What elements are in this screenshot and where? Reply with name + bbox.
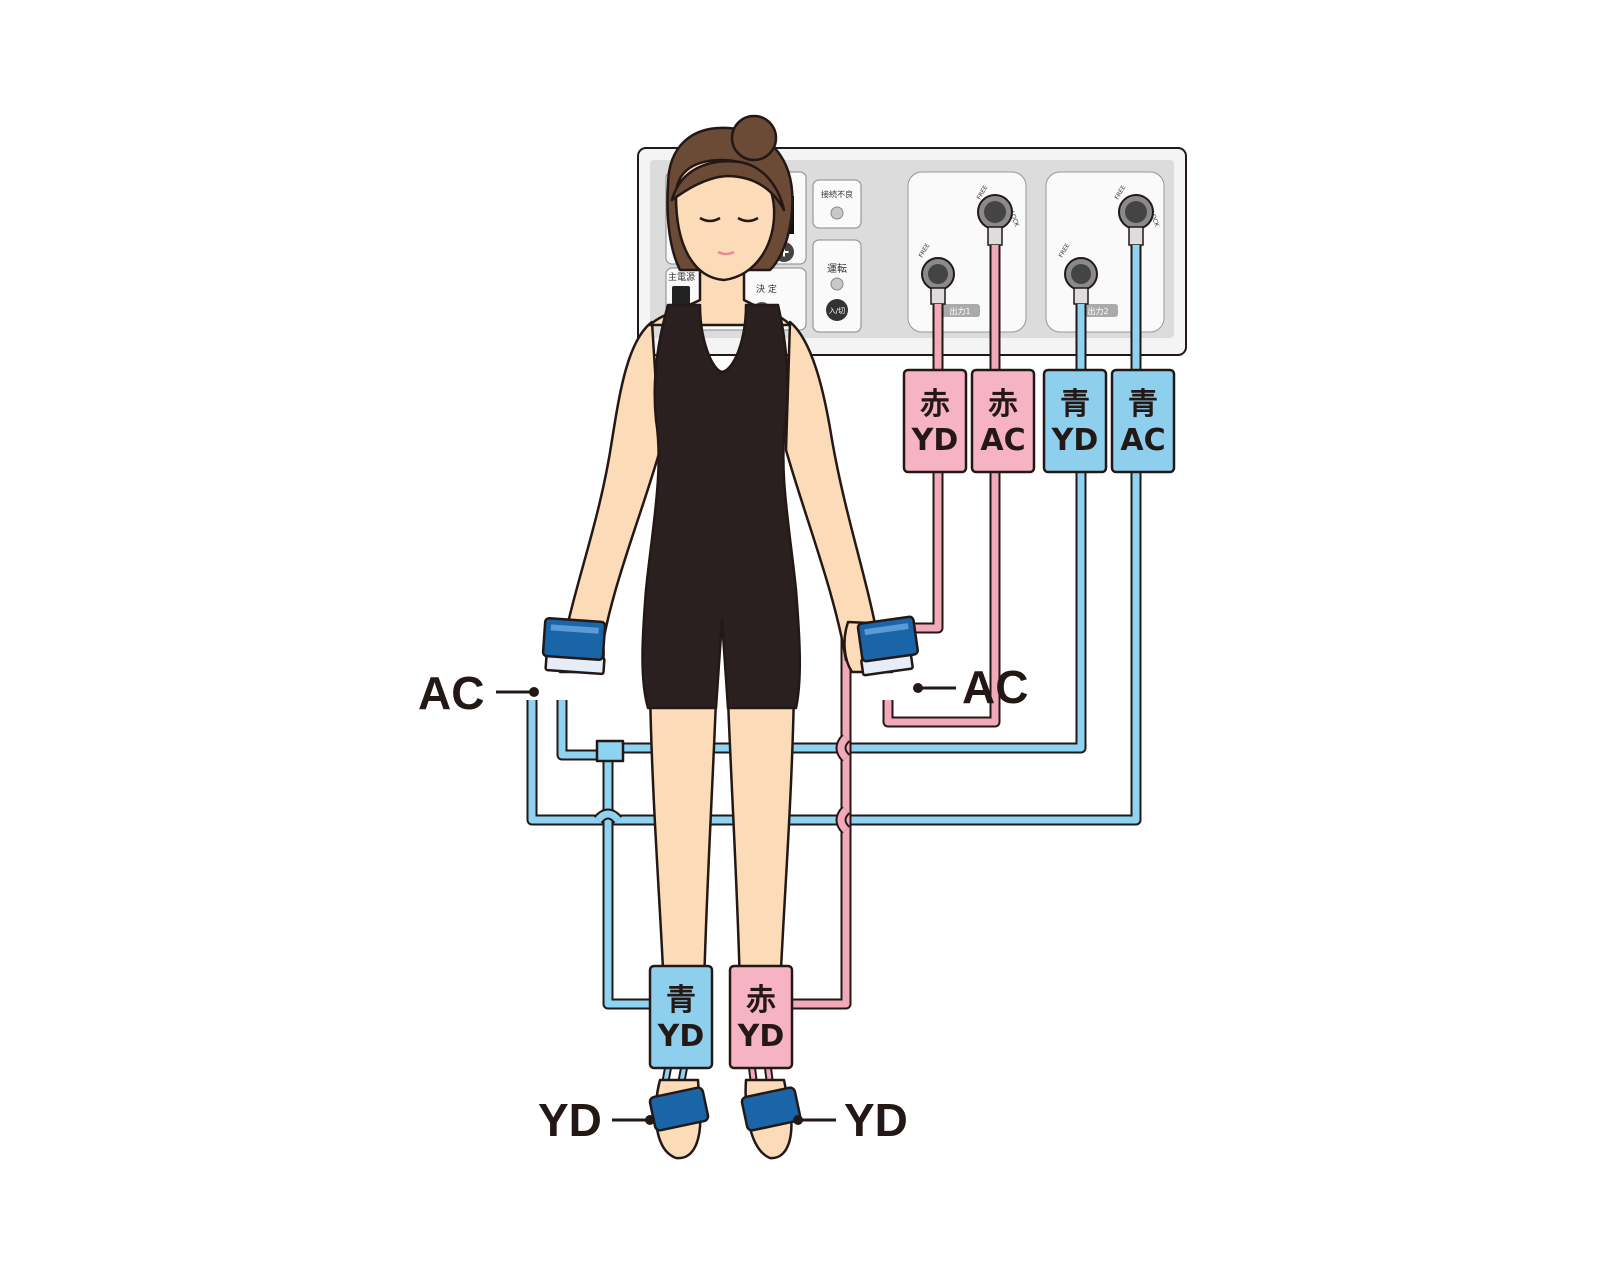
tag-blue-yd-top: 青 YD: [1042, 368, 1108, 474]
plus-button-symbol: +: [779, 242, 790, 262]
callout-left-wrist: AC: [418, 667, 539, 719]
cuffs: [541, 615, 919, 1132]
label-left-wrist: AC: [418, 667, 484, 719]
callout-left-ankle: YD: [538, 1094, 655, 1146]
connection-fault-label: 接続不良: [821, 189, 853, 199]
mouth: [717, 250, 735, 256]
label-right-wrist: AC: [962, 661, 1028, 713]
connector-out2-ac: FREE LOCK: [1114, 184, 1161, 246]
power-button-label: 入/切: [829, 307, 845, 315]
tag-red-yd-top-line1: 赤: [920, 387, 950, 422]
output2-label-plate: [1078, 304, 1118, 317]
tube-red-yd-down: [790, 612, 870, 1010]
right-arm: [784, 320, 882, 662]
tag-blue-yd-bottom: 青 YD: [648, 964, 714, 1070]
callout-right-wrist: AC: [913, 661, 1028, 713]
tag-red-yd-top-line2: YD: [911, 423, 959, 458]
tube-blue-left-wrist: [556, 700, 600, 761]
face: [674, 158, 776, 282]
tag-red-ac-top-line1: 赤: [988, 387, 1018, 422]
tag-red-yd-bottom: 赤 YD: [728, 964, 794, 1070]
power-button[interactable]: [826, 299, 848, 321]
tag-blue-ac-top-line1: 青: [1128, 387, 1158, 422]
callout-right-ankle: YD: [793, 1094, 908, 1146]
hair-bun: [730, 114, 778, 162]
tag-red-yd-bottom-line1: 赤: [746, 983, 776, 1018]
left-arm: [560, 320, 662, 662]
output1-label: 出力1: [949, 306, 970, 316]
label-left-ankle: YD: [538, 1094, 602, 1146]
connection-box: [812, 179, 862, 229]
tube-junction: [595, 739, 625, 763]
run-label: 運転: [827, 263, 847, 275]
woman-figure: [549, 114, 899, 1160]
connector-out2-yd: FREE: [1058, 242, 1098, 305]
right-eye: [737, 216, 759, 223]
tag-red-ac-top-line2: AC: [980, 423, 1025, 458]
tag-red-yd-bottom-line2: YD: [737, 1019, 785, 1054]
run-lamp: [830, 277, 844, 291]
main-power-label: 主電源: [668, 271, 695, 283]
bodysuit: [641, 303, 802, 710]
cuff-right-wrist: [856, 615, 919, 677]
tag-blue-yd-top-line2: YD: [1051, 423, 1099, 458]
tag-blue-yd-bottom-line1: 青: [666, 983, 696, 1018]
cuff-left-wrist: [541, 616, 607, 676]
tag-blue-yd-top-line1: 青: [1060, 387, 1090, 422]
hair-fringe: [670, 160, 786, 212]
tag-red-yd-top: 赤 YD: [902, 368, 968, 474]
tag-red-ac-top: 赤 AC: [970, 368, 1036, 474]
label-right-ankle: YD: [844, 1094, 908, 1146]
cuff-left-ankle: [648, 1086, 710, 1132]
left-leg: [648, 688, 718, 992]
connection-fault-lamp: [830, 206, 844, 220]
callouts: AC AC YD YD: [418, 661, 1028, 1146]
output1-label-plate: [940, 304, 980, 317]
left-eye: [699, 216, 721, 223]
tags: 赤 YD 赤 AC 青 YD 青 AC 青 YD 赤 YD: [648, 368, 1176, 1070]
cuff-right-ankle: [740, 1086, 802, 1132]
tag-blue-ac-top: 青 AC: [1110, 368, 1176, 474]
tag-blue-ac-top-line2: AC: [1120, 423, 1165, 458]
tube-blue-yd-down: [602, 755, 656, 1010]
output2-label: 出力2: [1087, 306, 1108, 316]
tag-blue-yd-bottom-line2: YD: [657, 1019, 705, 1054]
decide-label: 決 定: [756, 283, 777, 295]
right-leg: [726, 688, 796, 992]
